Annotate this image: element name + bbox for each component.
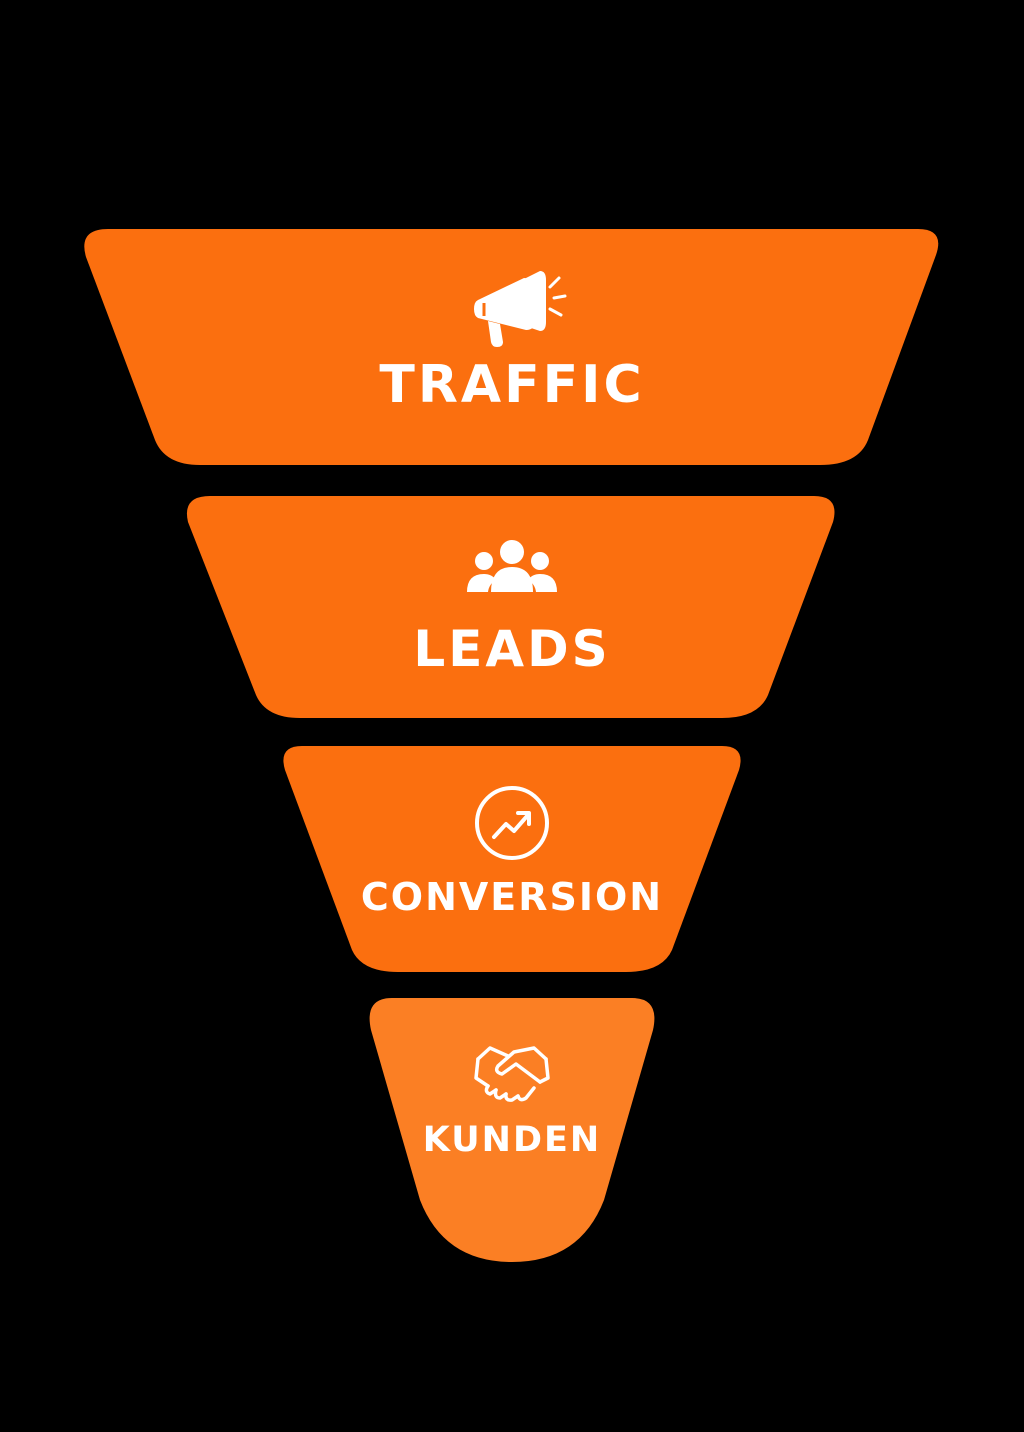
people-group-icon (467, 540, 557, 592)
stage-label-traffic: TRAFFIC (379, 355, 645, 415)
trending-up-circle-icon (475, 786, 549, 860)
stage-kunden-shape (369, 998, 655, 1262)
handshake-icon (474, 1046, 550, 1102)
stage-label-kunden: KUNDEN (422, 1120, 602, 1160)
megaphone-icon (474, 271, 567, 347)
stage-traffic-shape (84, 229, 939, 465)
stage-label-conversion: CONVERSION (360, 875, 664, 919)
stage-leads-shape (186, 496, 835, 718)
stage-label-leads: LEADS (413, 620, 611, 678)
